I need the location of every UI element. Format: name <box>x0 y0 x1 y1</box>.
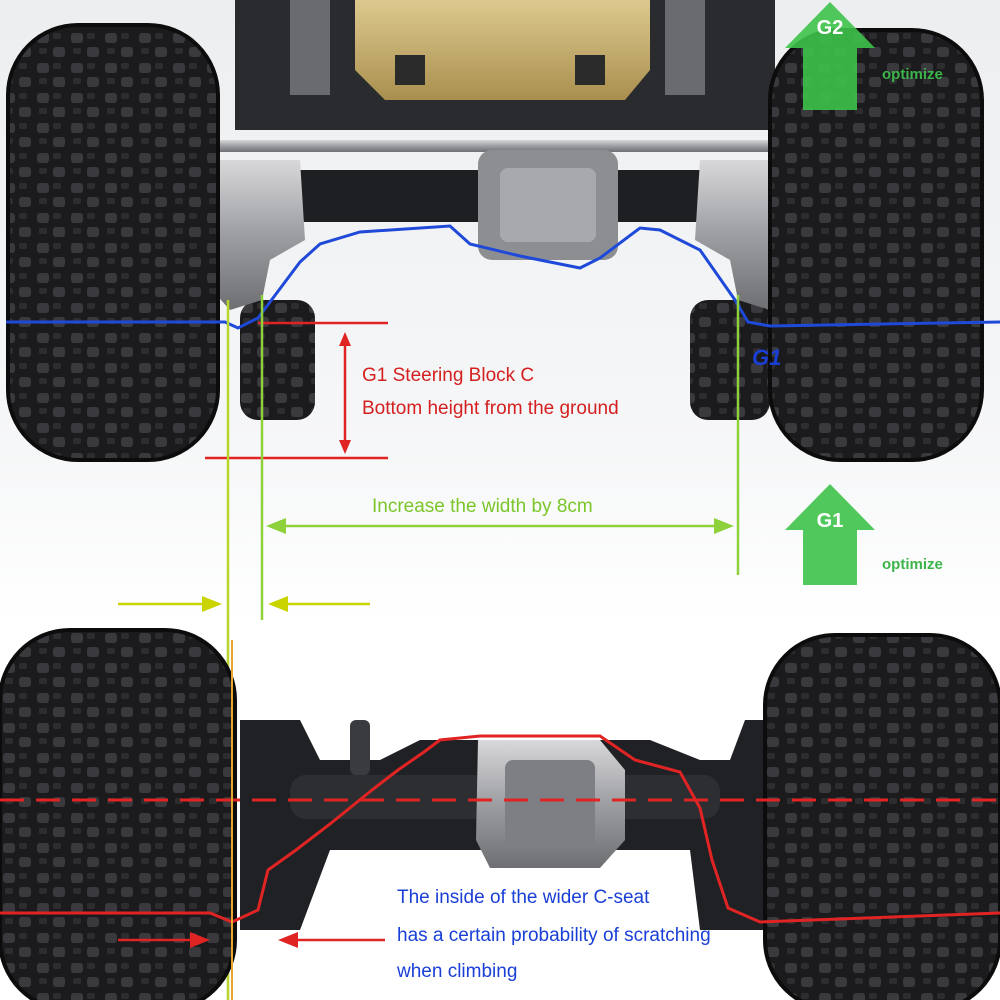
steering-label-line1: G1 Steering Block C <box>362 365 535 386</box>
width-label: Increase the width by 8cm <box>372 496 593 517</box>
steering-link <box>215 140 775 152</box>
skid-slot-left <box>395 55 425 85</box>
top-front-tire-right-outline <box>768 28 984 462</box>
g2-arrow-letter: G2 <box>816 17 844 39</box>
top-rear-tire-left <box>240 300 315 420</box>
c-seat-line3: when climbing <box>397 961 518 982</box>
bottom-axle-red-outline <box>0 734 1000 924</box>
c-seat-line2: has a certain probability of scratching <box>397 925 711 946</box>
g1-up-arrow <box>785 484 875 585</box>
top-front-tire-left <box>8 25 218 460</box>
blue-ground-line <box>6 224 1000 330</box>
bottom-tire-left-outline <box>0 628 237 1000</box>
steering-block-left <box>205 160 305 310</box>
ground-clearance-dimension <box>205 321 388 460</box>
bottom-tire-right-outline <box>763 633 1000 1000</box>
top-front-tire-right <box>770 30 982 460</box>
g1-arrow-caption: optimize <box>882 556 943 573</box>
top-shock-right <box>665 0 705 95</box>
g1-tag: G1 <box>752 345 782 370</box>
top-vehicle <box>6 0 984 462</box>
bottom-vehicle <box>0 628 1000 1000</box>
bottom-diff-cover <box>505 760 595 848</box>
top-diff-cover-inner <box>500 168 596 242</box>
top-shock-left <box>290 0 330 95</box>
g1-arrow-letter: G1 <box>816 510 844 532</box>
bottom-tire-left <box>0 630 235 1000</box>
c-seat-line1: The inside of the wider C-seat <box>397 887 650 908</box>
g2-up-arrow <box>785 2 875 110</box>
g2-arrow-caption: optimize <box>882 66 943 83</box>
inward-guide-arrows <box>118 596 370 612</box>
skid-slot-right <box>575 55 605 85</box>
steering-label-line2: Bottom height from the ground <box>362 398 619 419</box>
top-rear-tire-right <box>690 300 770 420</box>
top-front-tire-left-outline <box>6 23 220 462</box>
bottom-red-arrows <box>118 932 385 948</box>
bottom-link-mount <box>350 720 370 775</box>
bottom-tire-right <box>765 635 1000 1000</box>
